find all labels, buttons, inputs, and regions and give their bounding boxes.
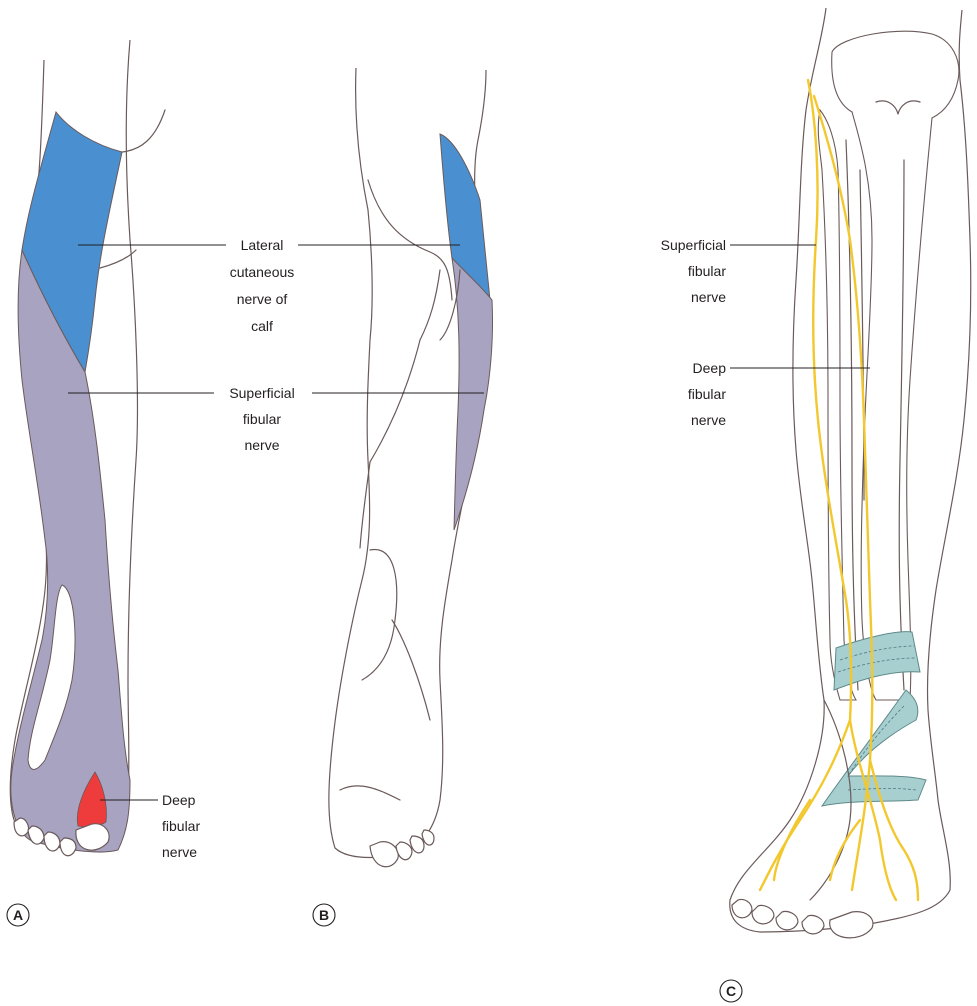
panel-b-superficial-fibular-region — [452, 258, 493, 530]
panel-letter-text: A — [13, 907, 23, 923]
label-line: fibular — [162, 818, 200, 834]
panel-c-toe-3 — [776, 911, 798, 929]
label-line: fibular — [688, 263, 726, 279]
label-a-deep-fibular: Deep fibular nerve — [162, 792, 200, 860]
label-line: Lateral — [241, 237, 284, 253]
label-line: nerve — [244, 437, 279, 453]
label-c-superficial-fibular: Superficial fibular nerve — [661, 237, 727, 305]
label-line: nerve — [691, 289, 726, 305]
panel-a-leg — [10, 40, 165, 856]
panel-letter-text: C — [726, 983, 736, 999]
label-line: nerve — [691, 412, 726, 428]
panel-letter-b: B — [313, 904, 335, 926]
panel-a-toe-1 — [76, 824, 109, 850]
panel-a-knee-contour — [122, 110, 165, 152]
panel-a-toe-2 — [60, 838, 76, 856]
panel-c-toe-2 — [802, 915, 824, 933]
label-line: fibular — [243, 411, 281, 427]
label-line: Superficial — [661, 237, 726, 253]
label-line: fibular — [688, 386, 726, 402]
panel-c-leg — [730, 8, 971, 938]
panel-b-leg — [329, 68, 493, 867]
label-line: Deep — [693, 360, 727, 376]
label-line: Deep — [162, 792, 196, 808]
label-c-deep-fibular: Deep fibular nerve — [688, 360, 726, 428]
panel-letter-text: B — [319, 907, 329, 923]
label-line: Superficial — [229, 385, 294, 401]
label-line: nerve of — [237, 291, 288, 307]
panel-a-toe-5 — [14, 818, 29, 836]
label-line: calf — [251, 318, 273, 334]
label-a-lateral-cutaneous: Lateral cutaneous nerve of calf — [230, 237, 295, 334]
label-a-superficial-fibular: Superficial fibular nerve — [229, 385, 294, 453]
panel-letter-a: A — [7, 904, 29, 926]
label-line: cutaneous — [230, 264, 295, 280]
label-line: nerve — [162, 844, 197, 860]
panel-c-toe-5 — [732, 899, 752, 917]
panel-c-toe-4 — [752, 905, 774, 923]
panel-b-toe-1 — [370, 842, 398, 867]
panel-letter-c: C — [720, 980, 742, 1002]
